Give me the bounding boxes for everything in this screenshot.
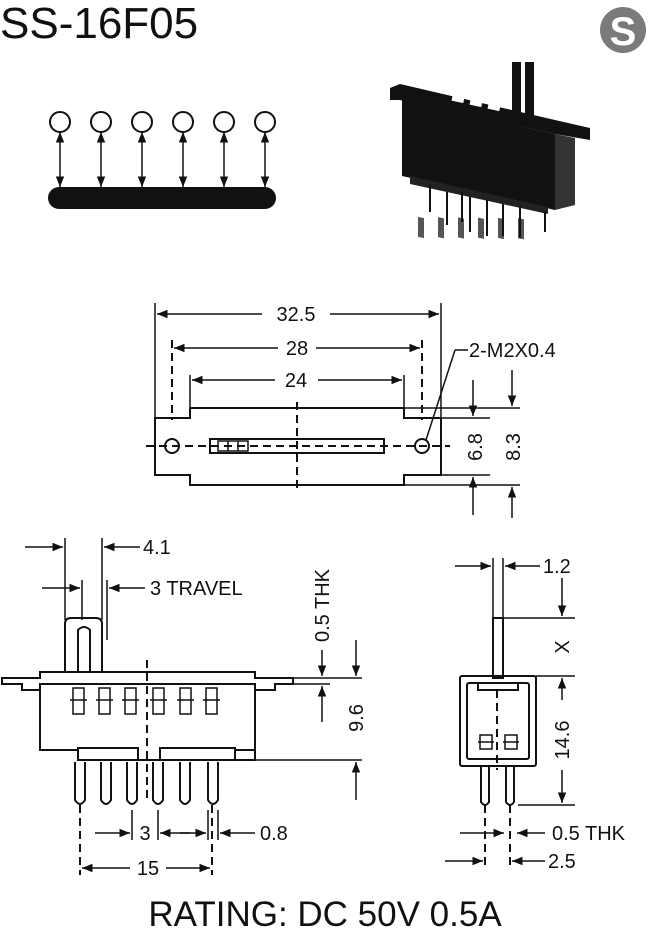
side-dim-pin-spacing-label: 2.5 [548, 851, 576, 873]
front-dim-pin-label: 0.8 [260, 823, 288, 845]
schematic-terminal [172, 111, 194, 187]
schematic-terminal [213, 111, 235, 187]
side-view-drawing: 1.2 X 14.6 0.5 THK 2.5 [445, 556, 626, 873]
brand-logo-letter: S [610, 10, 637, 54]
front-dim-knob-label: 4.1 [143, 537, 171, 559]
front-view-drawing: 4.1 3 TRAVEL [1, 537, 368, 880]
front-dim-span-label: 15 [137, 858, 159, 880]
rating-text: RATING: DC 50V 0.5A [148, 895, 502, 934]
side-dim-body-label: 14.6 [552, 721, 574, 760]
top-dim-overall-label: 32.5 [277, 304, 316, 326]
side-dim-actuator-label: 1.2 [543, 556, 571, 578]
component-3d-view [390, 62, 590, 240]
front-dim-pitch-label: 3 [139, 823, 150, 845]
front-pins [74, 762, 219, 805]
top-dim-height-inner-label: 6.8 [465, 433, 487, 461]
front-dim-height-label: 9.6 [346, 704, 368, 732]
front-dim-travel-label: 3 TRAVEL [150, 578, 243, 600]
top-hole-note: 2-M2X0.4 [469, 340, 556, 362]
schematic-terminal [49, 111, 71, 187]
top-dim-height-outer-label: 8.3 [503, 433, 525, 461]
schematic-contact-bar [48, 187, 276, 209]
front-contact-windows [70, 687, 220, 715]
model-title: SS-16F05 [0, 0, 198, 48]
side-dim-x-label: X [552, 640, 574, 653]
schematic-terminal [254, 111, 276, 187]
schematic-terminal [90, 111, 112, 187]
brand-logo: S [600, 7, 646, 54]
top-view-drawing: 32.5 28 24 2-M2X0.4 6.8 [146, 303, 556, 518]
side-dim-pin-thk-label: 0.5 THK [552, 823, 626, 845]
front-dim-thickness-label: 0.5 THK [312, 568, 334, 642]
top-dim-holes-label: 28 [286, 338, 308, 360]
schematic-symbol [48, 111, 276, 209]
top-dim-inner-label: 24 [285, 370, 307, 392]
schematic-terminal [131, 111, 153, 187]
